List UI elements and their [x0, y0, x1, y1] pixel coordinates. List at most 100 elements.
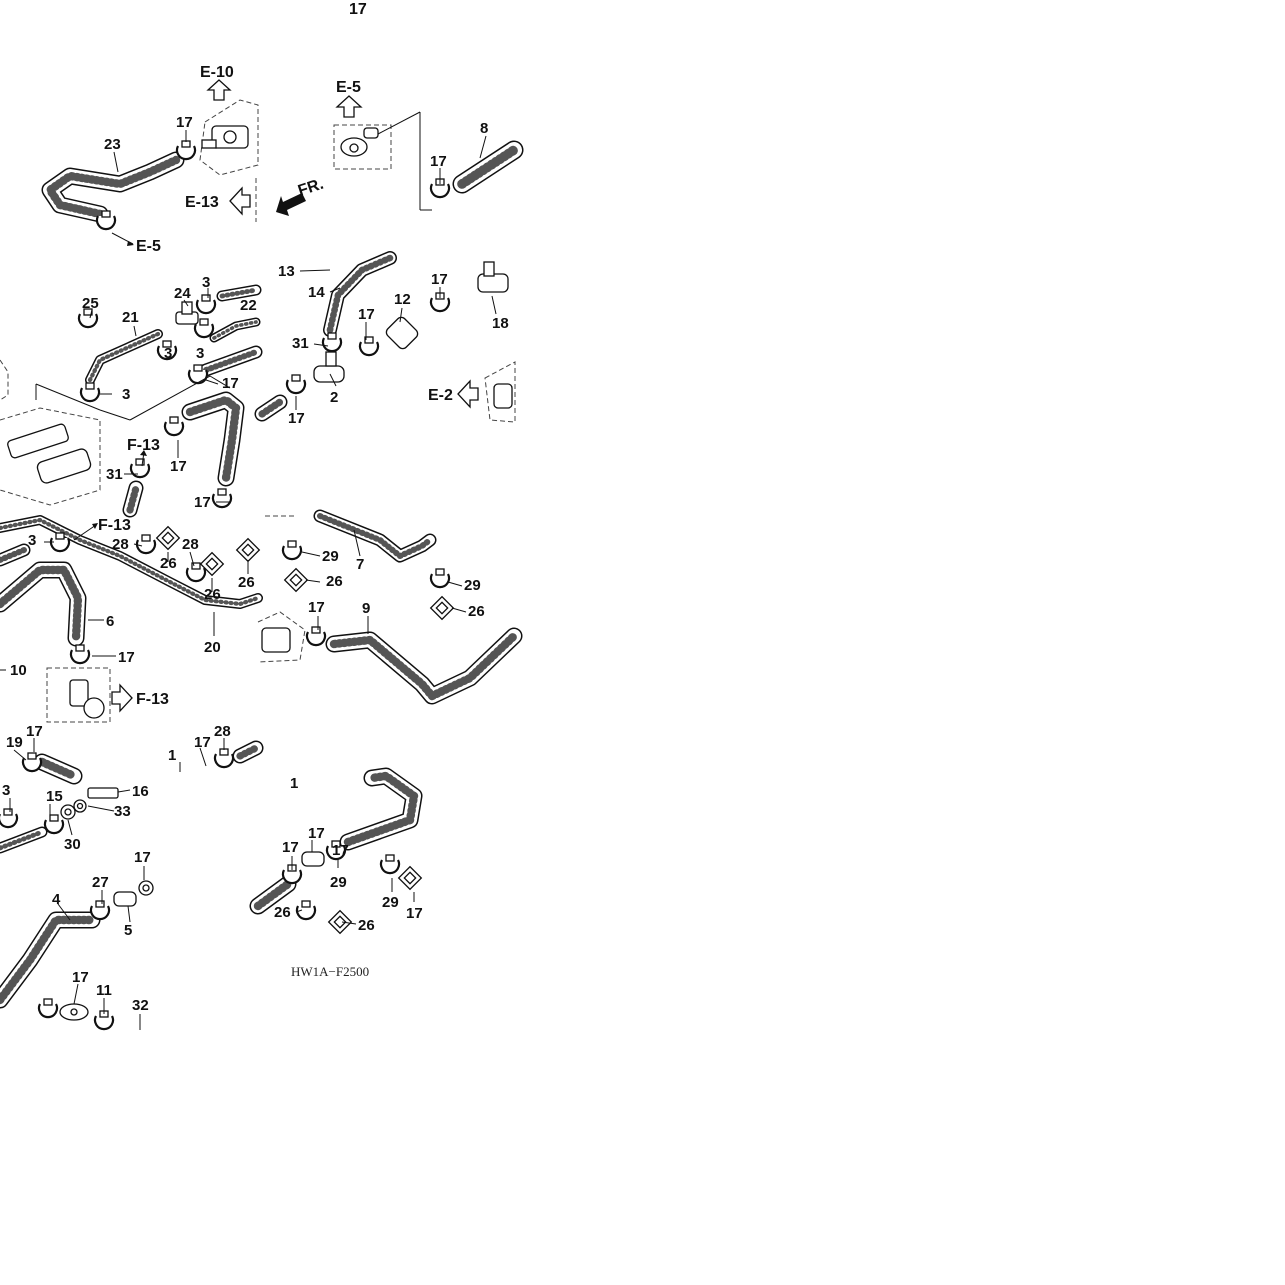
part-callout: 17: [134, 849, 151, 866]
leader-line: [353, 529, 361, 557]
part-callout: 25: [82, 295, 99, 312]
hose-clamp-icon: [321, 331, 343, 353]
leader-line: [99, 409, 131, 421]
part-callout: 23: [104, 136, 121, 153]
page-number: 17: [349, 1, 367, 18]
leader-line: [87, 805, 115, 812]
detail-box-pump: [257, 611, 306, 663]
cushion-pad-icon: [398, 866, 422, 890]
leader-line: [295, 909, 303, 913]
hose-clamp-icon: [213, 747, 235, 769]
leader-line: [209, 375, 231, 389]
hose-texture: [203, 349, 259, 373]
hose-fill: [86, 330, 162, 384]
hose-clamp-icon: [379, 853, 401, 875]
part-callout: 22: [240, 297, 257, 314]
part-callout: 30: [64, 836, 81, 853]
hose-clamp-icon: [43, 813, 65, 835]
hose-texture: [236, 744, 260, 760]
part-callout: 16: [132, 783, 149, 800]
part-callout: 17: [26, 723, 43, 740]
part-callout: 17: [176, 114, 193, 131]
hose-clamp-icon: [89, 899, 111, 921]
leader-line: [127, 905, 131, 923]
ref-label: E-10: [200, 64, 234, 81]
part-callout: 3: [2, 782, 10, 799]
part-callout: 3: [202, 274, 210, 291]
leader-line: [113, 151, 119, 173]
hose-group: [0, 140, 524, 1009]
part-callout: 11: [96, 982, 112, 999]
part-callout: 3: [122, 386, 130, 403]
part-callout: 26: [238, 574, 255, 591]
detail-box-valve: [0, 407, 101, 506]
leader-line: [117, 789, 131, 793]
leader-line: [67, 819, 73, 836]
hose-clamp-icon: [135, 533, 157, 555]
leader-line: [89, 309, 93, 319]
part-callout: 17: [282, 839, 299, 856]
part-callout: 9: [362, 600, 370, 617]
leader-line: [341, 921, 357, 925]
part-callout: 18: [492, 315, 509, 332]
leader-line: [313, 343, 329, 347]
part-callout: 12: [394, 291, 411, 308]
leader-line: [329, 287, 341, 293]
part-callout: 1: [168, 747, 176, 764]
leader-line: [205, 379, 219, 385]
hose-texture: [0, 517, 261, 607]
part-callout: 17: [222, 375, 239, 392]
leader-line: [479, 135, 487, 159]
part-callout: 4: [52, 891, 61, 908]
cushion-pad-icon: [156, 526, 180, 550]
leader-line: [57, 903, 71, 921]
leader-line: [377, 111, 421, 135]
leader-line: [399, 307, 403, 323]
part-callout: 17: [118, 649, 135, 666]
hose-texture: [87, 331, 161, 383]
hose-clamp-icon: [175, 139, 197, 161]
part-callout: 17: [308, 599, 325, 616]
part-callout: 15: [46, 788, 63, 805]
hose-texture: [343, 771, 419, 847]
detail-box-e10: [199, 99, 259, 176]
part-callout: 32: [132, 997, 149, 1014]
part-callout: 3: [196, 345, 204, 362]
ref-label: E-13: [185, 194, 219, 211]
part-callout: 26: [468, 603, 485, 620]
leader-line: [301, 551, 321, 557]
hose-texture: [212, 320, 258, 340]
part-callout: 17: [194, 494, 211, 511]
ref-label: F-13: [98, 517, 131, 534]
ref-label: E-5: [336, 79, 361, 96]
hose-clamp-icon: [69, 643, 91, 665]
part-callout: 17: [431, 271, 448, 288]
part-callout: 19: [6, 734, 23, 751]
leader-lines: [0, 111, 497, 1030]
leader-line: [329, 373, 337, 387]
part-callout: 33: [114, 803, 131, 820]
hose-clamp-icon: [305, 625, 327, 647]
part-callout: 3: [164, 345, 172, 362]
cushion-pad-icon: [236, 538, 260, 562]
part-callout: 3: [28, 532, 36, 549]
hose-texture: [37, 757, 79, 781]
ref-label: E-5: [136, 238, 161, 255]
part-callout: 29: [464, 577, 481, 594]
part-callout: 17: [72, 969, 89, 986]
part-callout: 8: [480, 120, 488, 137]
cushion-pad-icon: [284, 568, 308, 592]
leader-line: [199, 747, 207, 767]
hose-clamp-icon: [195, 293, 217, 315]
hose-texture: [0, 547, 27, 563]
part-callout: 26: [160, 555, 177, 572]
leader-line: [35, 383, 101, 411]
part-callout: 6: [106, 613, 114, 630]
part-callout: 29: [382, 894, 399, 911]
part-callout: 5: [124, 922, 132, 939]
leader-line: [133, 543, 143, 547]
hose-clamp-icon: [295, 899, 317, 921]
hose-texture: [329, 631, 519, 701]
